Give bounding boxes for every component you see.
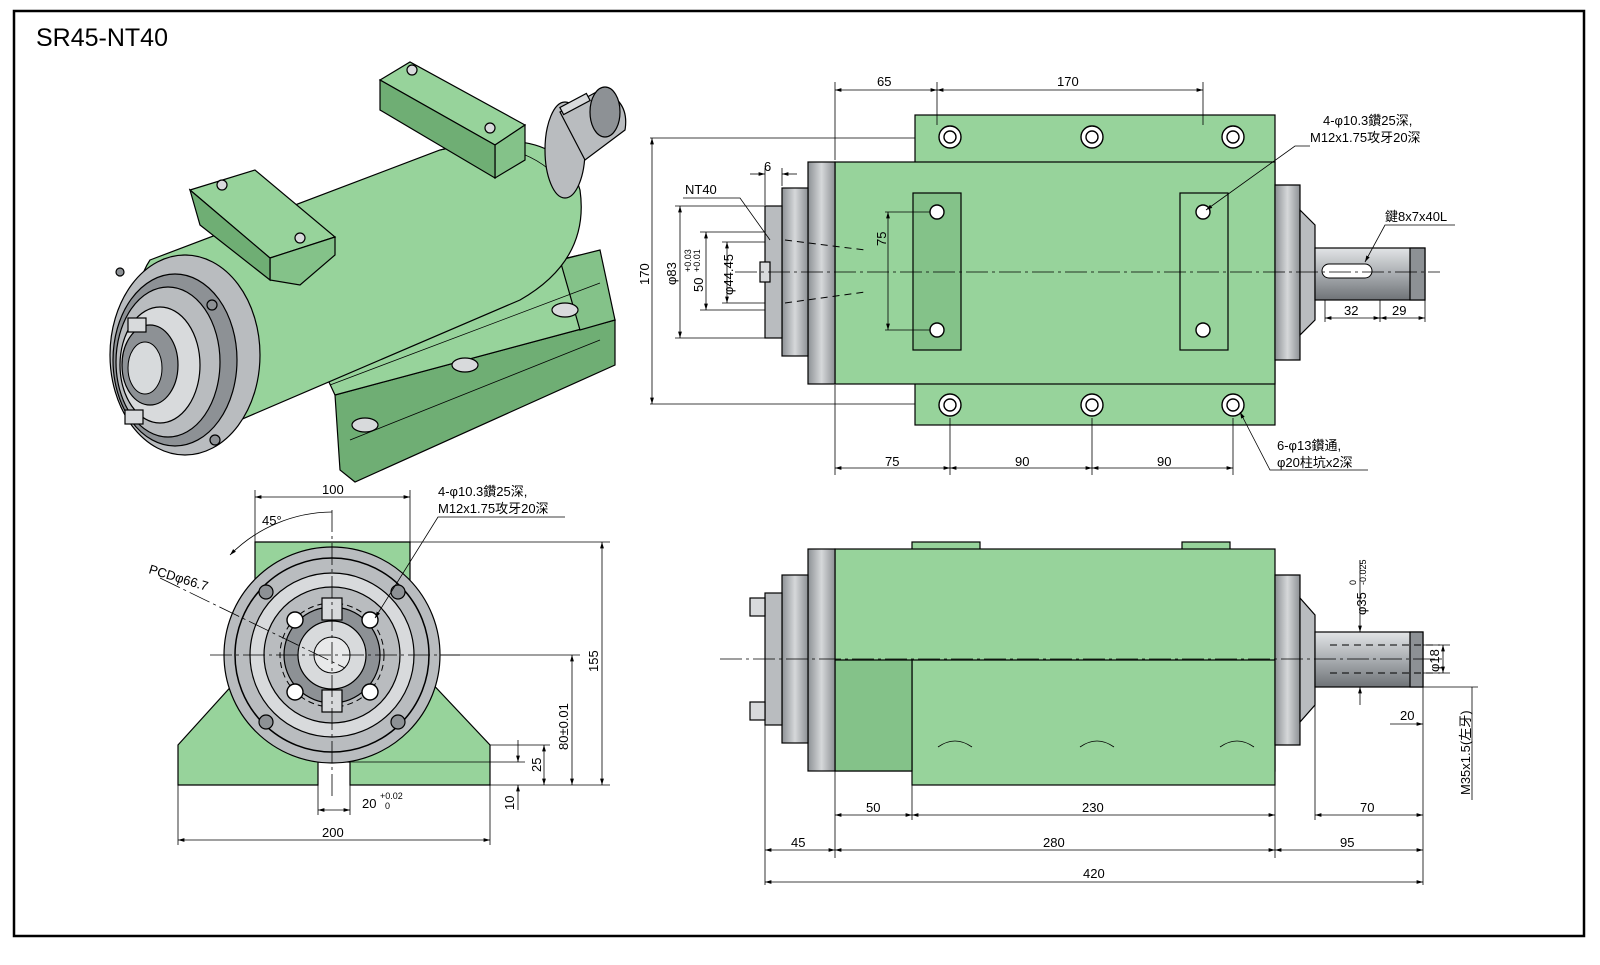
dim-170-top: 170 — [1057, 74, 1079, 89]
dim-6: 6 — [764, 159, 771, 174]
dim-45: 45 — [791, 835, 805, 850]
dim-phi83: φ83 — [664, 262, 679, 285]
dim-80: 80±0.01 — [556, 703, 571, 750]
dim-10: 10 — [502, 796, 517, 810]
dim-20-front: 20 — [362, 796, 376, 811]
drawing-title: SR45-NT40 — [36, 24, 168, 52]
dim-170-side: 170 — [637, 263, 652, 285]
dim-50-tol-up: +0.03 — [683, 249, 693, 272]
dim-25: 25 — [529, 758, 544, 772]
dim-70: 70 — [1360, 800, 1374, 815]
dim-50-side: 50 — [866, 800, 880, 815]
dim-50: 50 — [691, 278, 706, 292]
dim-65: 65 — [877, 74, 891, 89]
dim-155: 155 — [586, 650, 601, 672]
dim-75: 75 — [874, 232, 889, 246]
dim-420: 420 — [1083, 866, 1105, 881]
dim-phi35-tol-up: 0 — [1348, 580, 1358, 585]
dim-phi44: φ44.45 — [721, 254, 736, 295]
dim-230: 230 — [1082, 800, 1104, 815]
note-holes-2: φ20柱坑x2深 — [1277, 455, 1353, 470]
dim-29: 29 — [1392, 303, 1406, 318]
dim-90-a: 90 — [1015, 454, 1029, 469]
dim-phi18: φ18 — [1427, 649, 1442, 672]
note-holes-1: 6-φ13鑽通, — [1277, 438, 1341, 453]
top-view: 65 170 6 NT40 170 φ83 50 +0.03 +0.01 φ44… — [637, 74, 1455, 475]
isometric-view — [109, 61, 627, 483]
dim-95: 95 — [1340, 835, 1354, 850]
note-thread: M35x1.5(左牙) — [1458, 710, 1473, 795]
note-mount-1: 4-φ10.3鑽25深, — [1323, 113, 1412, 128]
front-view: 100 45° PCDφ66.7 4-φ10.3鑽25深, M12x1.75攻牙… — [147, 482, 610, 845]
dim-20-side: 20 — [1400, 708, 1414, 723]
drawing-frame — [12, 9, 1586, 938]
dim-45deg: 45° — [262, 513, 282, 528]
dim-20-tol-low: 0 — [385, 801, 390, 811]
dim-90-b: 90 — [1157, 454, 1171, 469]
dim-200: 200 — [322, 825, 344, 840]
dim-280: 280 — [1043, 835, 1065, 850]
dim-20-tol-up: +0.02 — [380, 791, 403, 801]
note-mount-2-front: M12x1.75攻牙20深 — [438, 501, 549, 516]
note-mount-2: M12x1.75攻牙20深 — [1310, 130, 1421, 145]
dim-phi35-tol-low: -0.025 — [1358, 559, 1368, 585]
dim-phi35: φ35 — [1354, 592, 1369, 615]
note-mount-1-front: 4-φ10.3鑽25深, — [438, 484, 527, 499]
dim-75-bottom: 75 — [885, 454, 899, 469]
side-view: φ35 0 -0.025 φ18 20 M35x1.5(左牙) 50 230 7… — [720, 541, 1478, 885]
dim-32: 32 — [1344, 303, 1358, 318]
label-nt40: NT40 — [685, 182, 717, 197]
dim-50-tol-low: +0.01 — [692, 249, 702, 272]
note-key: 鍵8x7x40L — [1385, 209, 1447, 224]
dim-100: 100 — [322, 482, 344, 497]
